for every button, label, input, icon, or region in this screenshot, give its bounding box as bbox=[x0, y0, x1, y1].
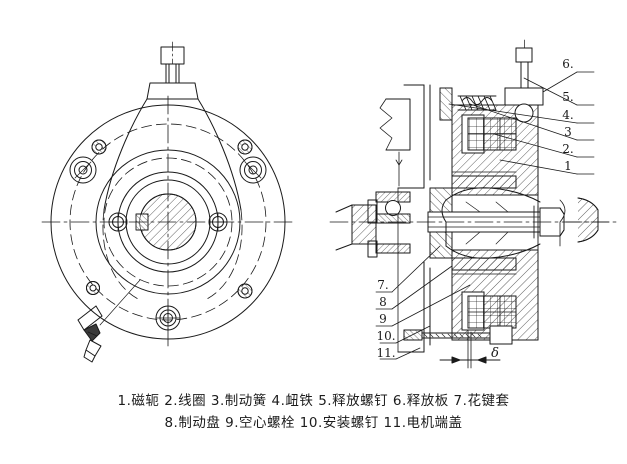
caption-line-2: 8.制动盘 9.空心螺栓 10.安装螺钉 11.电机端盖 bbox=[164, 415, 463, 431]
mounting-hole-right bbox=[208, 212, 228, 232]
mounting-hole-bottom bbox=[155, 305, 181, 331]
housing-left-edge bbox=[103, 98, 148, 211]
section-view bbox=[329, 39, 621, 369]
terminal-box bbox=[146, 41, 199, 100]
socket-screw-upper-right bbox=[237, 139, 253, 155]
callout-4: 4. bbox=[562, 108, 573, 122]
release-screw-hole-upper-left bbox=[69, 156, 97, 184]
callout-3: 3 bbox=[564, 125, 572, 139]
gap-dimension bbox=[439, 329, 501, 369]
callout-leaders-right bbox=[448, 71, 595, 175]
armature bbox=[439, 87, 453, 121]
hollow-bolt bbox=[427, 187, 566, 259]
housing-right-edge bbox=[197, 98, 242, 211]
callout-10: 10. bbox=[376, 329, 395, 343]
mounting-hole-left bbox=[108, 212, 128, 232]
brake-spring bbox=[457, 95, 497, 111]
socket-screw-lower-right bbox=[237, 283, 253, 299]
socket-screw-upper-left bbox=[91, 139, 107, 155]
coil-lower bbox=[467, 295, 517, 329]
bearing-upper bbox=[367, 191, 411, 224]
callout-2: 2. bbox=[562, 142, 573, 156]
mounting-screw bbox=[403, 325, 513, 345]
parts-legend-caption: 1.磁轭 2.线圈 3.制动簧 4.衄铁 5.释放螺钉 6.释放板 7.花键套 … bbox=[0, 390, 627, 434]
section-right-fragment bbox=[565, 197, 613, 243]
cable-gland bbox=[77, 305, 103, 363]
socket-screw-lower-left bbox=[86, 281, 100, 295]
callout-leaders-left bbox=[375, 245, 471, 360]
motor-shaft bbox=[335, 204, 377, 251]
coil-upper bbox=[467, 117, 517, 151]
gap-symbol: δ bbox=[491, 346, 499, 361]
callout-6: 6. bbox=[562, 57, 573, 71]
caption-line-1: 1.磁轭 2.线圈 3.制动簧 4.衄铁 5.释放螺钉 6.释放板 7.花键套 bbox=[117, 393, 510, 409]
callout-11: 11. bbox=[376, 346, 395, 360]
release-screw-hole-upper-right bbox=[239, 156, 267, 184]
callout-7: 7. bbox=[377, 278, 388, 292]
callout-1: 1 bbox=[564, 159, 572, 173]
front-view bbox=[41, 41, 295, 363]
callout-9: 9 bbox=[379, 312, 387, 326]
callout-5: 5. bbox=[562, 90, 573, 104]
release-plate bbox=[504, 87, 544, 123]
callout-8: 8 bbox=[379, 295, 387, 309]
